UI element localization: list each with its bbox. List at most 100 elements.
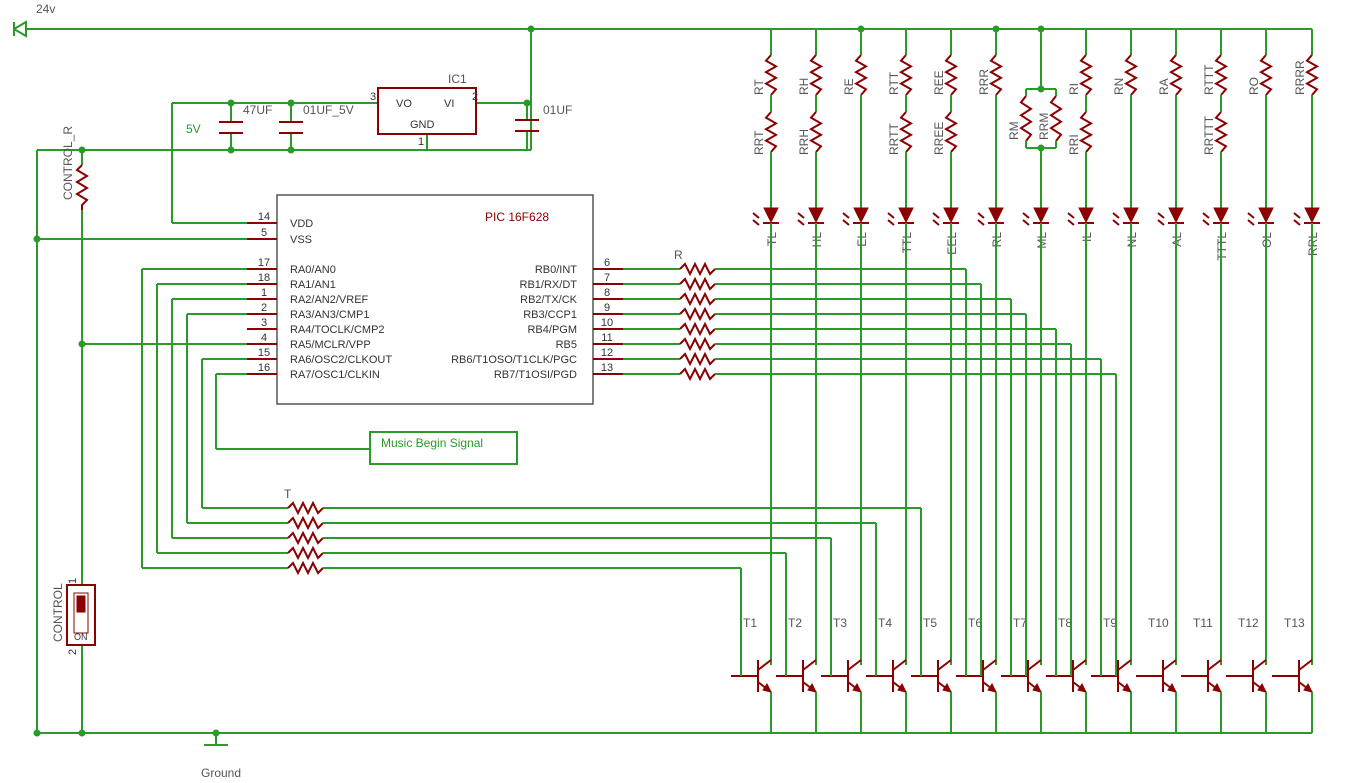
led-ray <box>1022 219 1030 226</box>
transistor-arrow <box>1303 683 1313 693</box>
music-signal-label: Music Begin Signal <box>381 436 483 450</box>
cap-47uf-label: 47UF <box>243 103 272 117</box>
resistor-label: RRI <box>1067 134 1081 155</box>
transistor-collector <box>802 659 817 671</box>
mcu-name: PIC 16F628 <box>485 210 549 224</box>
transistor-arrow <box>942 683 952 693</box>
transistor-collector <box>982 659 997 671</box>
control-resistor-label: CONTROL_R <box>61 126 75 200</box>
led-icon <box>1123 207 1139 224</box>
led-ray <box>932 219 940 226</box>
led-icon <box>763 207 779 224</box>
mcu-pin-name: RA2/AN2/VREF <box>290 294 369 306</box>
resistor-rm <box>1019 95 1033 142</box>
cap-01uf-label: 01UF <box>543 103 572 117</box>
led-ray <box>1067 219 1075 226</box>
mcu-pin-name: RB5 <box>556 339 577 351</box>
rb-resistor-label: R <box>674 248 683 262</box>
rb-resistor <box>679 261 716 277</box>
led-icon <box>853 207 869 224</box>
led-icon <box>808 207 824 224</box>
mcu-pin-number: 15 <box>258 347 270 359</box>
led-ray <box>1067 212 1075 219</box>
transistor-arrow <box>897 683 907 693</box>
transistor-collector <box>1027 659 1042 671</box>
resistor-rri <box>1078 111 1094 153</box>
mcu-pin-name: RB7/T1OSI/PGD <box>494 369 577 381</box>
resistor-ro <box>1258 54 1274 96</box>
ra-resistor <box>287 545 324 561</box>
transistor-label: T7 <box>1013 616 1027 630</box>
resistor-rree <box>943 111 959 153</box>
mcu-pin-number: 5 <box>261 227 267 239</box>
mcu-pin-number: 18 <box>258 272 270 284</box>
led-ray <box>842 212 850 219</box>
rb-resistor <box>679 291 716 307</box>
led-ray <box>797 219 805 226</box>
transistor-arrow <box>987 683 997 693</box>
generated-circuitry: 14VDD5VSS17RA0/AN018RA1/AN11RA2/AN2/VREF… <box>141 29 1320 733</box>
led-ray <box>1157 219 1165 226</box>
resistor-label: RTT <box>887 71 901 95</box>
resistor-rrt <box>763 111 779 153</box>
resistor-rt <box>763 54 779 96</box>
led-ray <box>1293 219 1301 226</box>
main-wires <box>26 28 1312 745</box>
transistor-label: T2 <box>788 616 802 630</box>
control-switch[interactable] <box>66 584 96 646</box>
mcu-pin-number: 6 <box>604 257 610 269</box>
transistor-collector <box>1298 659 1313 671</box>
led-icon <box>1304 207 1320 224</box>
transistor-arrow <box>852 683 862 693</box>
transistor-label: T13 <box>1284 616 1305 630</box>
led-ray <box>1112 219 1120 226</box>
led-ray <box>752 212 760 219</box>
ra-resistor <box>287 500 324 516</box>
led-icon <box>1168 207 1184 224</box>
led-ray <box>1247 219 1255 226</box>
regulator-vi: VI <box>444 98 454 110</box>
transistor-collector <box>757 659 772 671</box>
led-ray <box>977 212 985 219</box>
rb-resistor <box>679 276 716 292</box>
resistor-label: RRH <box>797 129 811 155</box>
resistor-ra <box>1168 54 1184 96</box>
ra-resistor <box>287 530 324 546</box>
cap-01uf-5v-label: 01UF_5V <box>303 103 354 117</box>
regulator-body <box>377 87 477 135</box>
mcu-pin-name: VDD <box>290 218 313 230</box>
resistor-label: RRTT <box>887 123 901 155</box>
resistor-label: RRTTT <box>1202 115 1216 155</box>
mcu-pin-number: 12 <box>601 347 613 359</box>
transistor-collector <box>1117 659 1132 671</box>
rb-resistor <box>679 321 716 337</box>
transistor-collector <box>1072 659 1087 671</box>
resistor-label: RT <box>752 79 766 95</box>
regulator-name: IC1 <box>448 72 467 86</box>
rb-resistor <box>679 336 716 352</box>
led-ray <box>1157 212 1165 219</box>
led-icon <box>898 207 914 224</box>
led-icon <box>1213 207 1229 224</box>
mcu-pin-name: RB0/INT <box>535 264 577 276</box>
resistor-label: RRRR <box>1293 60 1307 95</box>
ra-resistor-label: T <box>284 487 292 501</box>
mcu-pin-number: 1 <box>261 287 267 299</box>
led-ray <box>797 212 805 219</box>
resistor-ree <box>943 54 959 96</box>
mcu-pin-number: 7 <box>604 272 610 284</box>
transistor-label: T6 <box>968 616 982 630</box>
mcu-pin-number: 17 <box>258 257 270 269</box>
transistor-label: T4 <box>878 616 892 630</box>
resistor-rrh <box>808 111 824 153</box>
switch-label: CONTROL <box>51 583 65 642</box>
rb-resistor <box>679 366 716 382</box>
resistor-rrr <box>988 54 1004 96</box>
control-resistor <box>75 164 89 210</box>
transistor-label: T12 <box>1238 616 1259 630</box>
mcu-pin-number: 14 <box>258 211 270 223</box>
mcu-pin-name: RA3/AN3/CMP1 <box>290 309 369 321</box>
mcu-pin-number: 4 <box>261 332 267 344</box>
resistor-re <box>853 54 869 96</box>
led-ray <box>1202 219 1210 226</box>
